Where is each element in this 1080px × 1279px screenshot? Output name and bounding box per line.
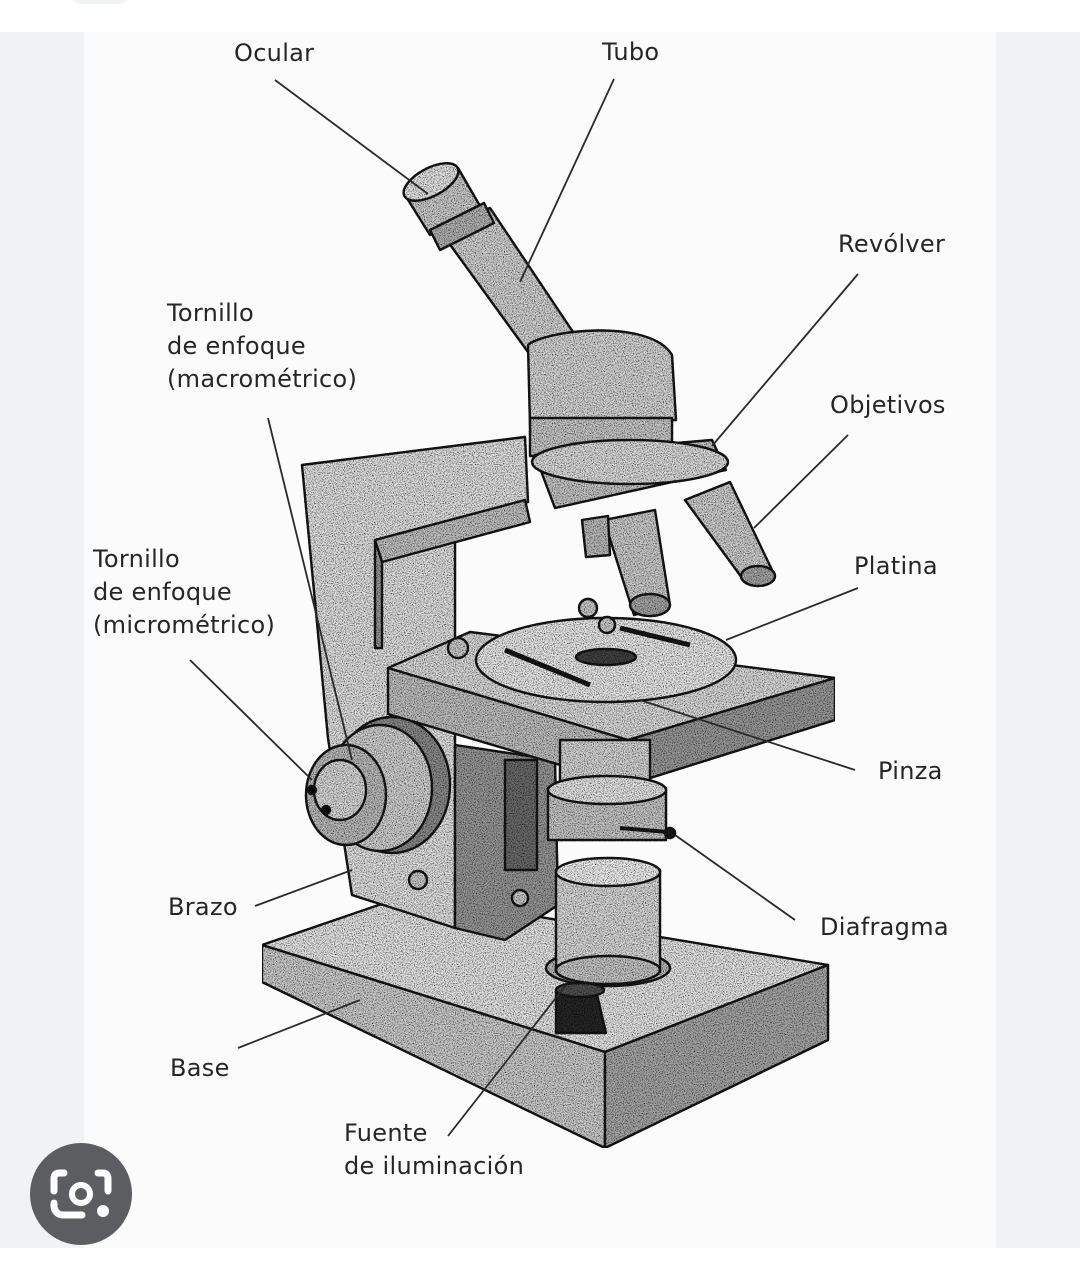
label-fuente: Fuente de iluminación [344,1119,525,1180]
condenser-part [546,738,677,842]
head-part [526,329,678,458]
leader-objetivos [753,434,849,529]
google-lens-icon [50,1169,112,1219]
base-part [260,893,830,1150]
label-micrometrico: Tornillo de enfoque (micrométrico) [93,545,276,639]
label-revolver: Revólver [838,230,946,258]
leader-ocular [274,79,429,195]
top-avatar-edge [70,0,130,4]
focus-knobs-part [304,715,452,855]
google-lens-button[interactable] [30,1143,132,1245]
leader-platina [725,587,859,641]
leader-macro [267,417,353,761]
objectives-part [580,480,777,618]
top-strip [0,0,1080,32]
label-objetivos: Objetivos [830,391,946,419]
leader-pinza [639,699,856,771]
leader-diafragma [674,834,796,921]
illuminator-part [544,856,672,1035]
label-base: Base [170,1054,230,1082]
leader-tubo [519,78,615,283]
label-platina: Platina [854,552,938,580]
label-macrometrico: Tornillo de enfoque (macrométrico) [167,299,358,393]
leader-micro [189,659,313,781]
revolver-part [530,438,730,510]
tube-part [402,162,577,354]
leader-revolver [711,273,859,447]
leader-base [237,999,361,1049]
bottom-strip [0,1248,1080,1279]
label-diafragma: Diafragma [820,913,949,941]
label-tubo: Tubo [602,38,660,66]
leader-fuente [447,984,567,1137]
leader-lines [189,78,859,1137]
label-pinza: Pinza [878,757,943,785]
label-brazo: Brazo [168,893,238,921]
label-ocular: Ocular [234,39,315,67]
leader-brazo [254,869,353,907]
